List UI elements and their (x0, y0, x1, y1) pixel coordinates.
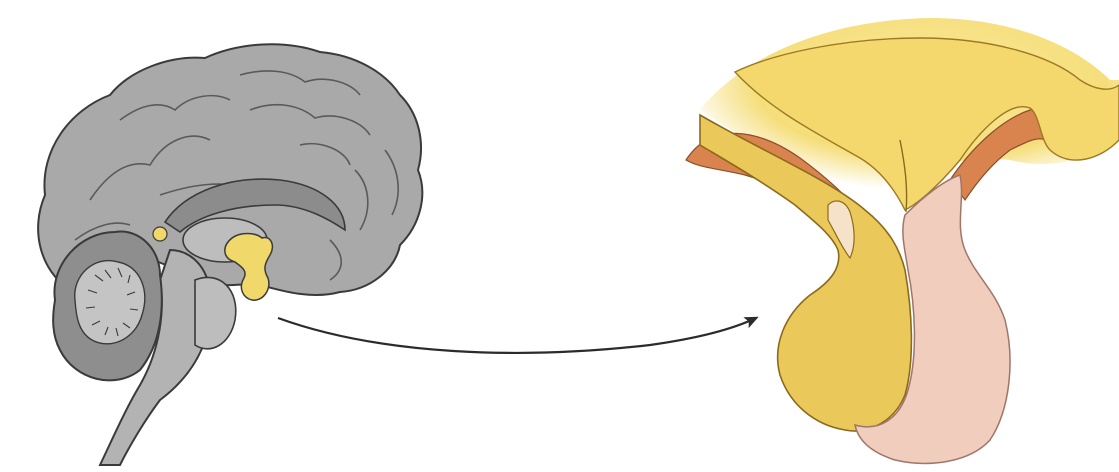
cerebellum-arbor-vitae (75, 261, 145, 344)
brain-sagittal-view (38, 44, 422, 465)
pituitary-enlarged (686, 18, 1119, 463)
magnification-arrow (278, 318, 756, 353)
pineal-gland (153, 227, 167, 241)
pons (195, 277, 236, 348)
